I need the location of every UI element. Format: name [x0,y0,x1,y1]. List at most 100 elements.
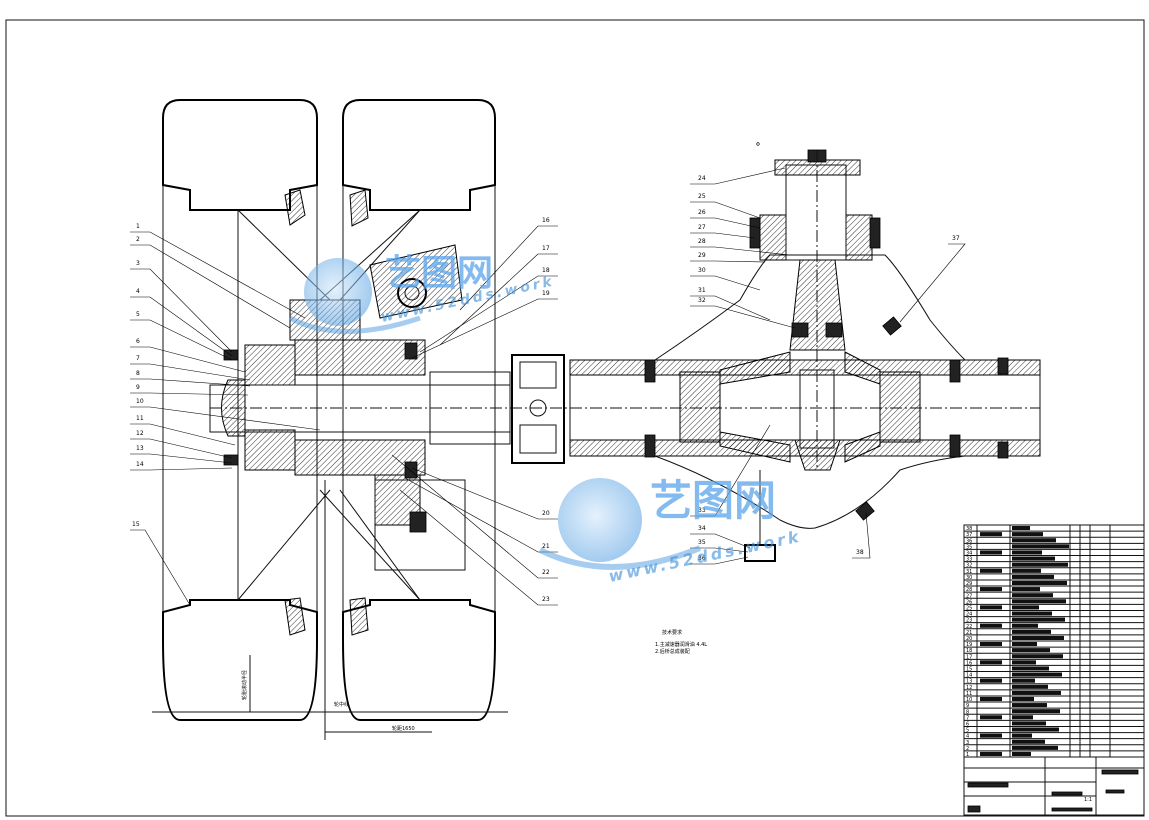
parts-row-number: 33 [966,557,972,563]
parts-row-number: 34 [966,551,972,557]
parts-row-number: 12 [966,685,972,691]
svg-text:艺图网: 艺图网 [385,253,493,294]
parts-row-code [980,660,1002,665]
parts-row-name [1012,623,1038,628]
svg-text:34: 34 [698,525,706,532]
parts-row-name [1012,599,1066,604]
svg-text:6: 6 [136,338,140,345]
parts-row-name [1012,678,1035,683]
parts-row-number: 27 [966,593,972,599]
parts-row-name [1012,745,1058,750]
parts-row-number: 32 [966,563,972,569]
parts-row-number: 21 [966,630,972,636]
parts-row-code [980,550,1002,555]
parts-row-number: 11 [966,691,972,697]
parts-row-name [1012,587,1040,592]
parts-row-name [1012,654,1063,659]
parts-row-name [1012,605,1039,610]
universal-joint [511,354,565,464]
svg-text:26: 26 [698,209,706,216]
svg-text:30: 30 [698,267,706,274]
parts-row-code [980,696,1002,702]
svg-text:20: 20 [542,510,550,517]
parts-row-name [1012,617,1065,622]
inner-tire [342,99,496,211]
svg-text:技术要求: 技术要求 [662,629,682,636]
parts-row-name [1012,562,1068,567]
parts-row-number: 36 [966,538,972,544]
wheel-assembly: 轮中线 轮距1650 轮胎滚动半径 [152,99,508,740]
parts-row-name [1012,739,1045,744]
svg-text:23: 23 [542,596,550,603]
parts-row-name [1012,751,1031,756]
parts-row-number: 8 [966,709,969,715]
svg-text:28: 28 [698,238,706,245]
svg-text:10: 10 [136,398,144,405]
svg-text:21: 21 [542,543,550,550]
parts-row-name [1012,684,1048,689]
parts-row-number: 2 [966,746,969,752]
parts-row-name [1012,568,1041,573]
callouts-left: 1 2 3 4 5 6 7 8 9 10 11 12 13 14 15 [130,223,321,606]
parts-row-number: 19 [966,642,972,648]
parts-row-number: 15 [966,667,972,673]
parts-row-number: 3 [966,740,969,746]
technical-requirements: 技术要求 1.主减速器润滑油 4.4L 2.后桥总成装配 [655,629,707,655]
parts-row-name [1012,721,1046,726]
parts-row-name [1012,642,1037,647]
svg-text:31: 31 [698,287,706,294]
svg-text:35: 35 [698,539,706,546]
parts-row-code [980,642,1002,647]
final-drive [569,149,1041,562]
svg-text:27: 27 [698,224,706,231]
svg-text:16: 16 [542,217,550,224]
svg-text:Φ: Φ [756,142,760,148]
parts-row-number: 5 [966,728,969,734]
parts-row-code [980,532,1002,537]
parts-row-name [1012,703,1047,708]
svg-text:17: 17 [542,245,550,252]
parts-row-name [1012,550,1042,555]
svg-text:29: 29 [698,252,706,259]
parts-row-name [1012,538,1056,543]
svg-text:18: 18 [542,267,550,274]
svg-text:13: 13 [136,445,144,452]
svg-text:33: 33 [698,507,706,514]
watermark-logo-2: 艺图网 www.52dds.work [538,476,803,586]
parts-row-number: 22 [966,624,972,630]
svg-text:3: 3 [136,260,140,267]
parts-row-name [1012,727,1059,732]
parts-row-code [980,733,1002,738]
parts-row-name [1012,556,1055,561]
parts-row-number: 7 [966,715,969,721]
title-block: 1:1 [963,756,1145,816]
parts-row-name [1012,544,1069,549]
parts-row-name [1012,709,1060,714]
parts-row-number: 10 [966,697,972,703]
svg-text:4: 4 [136,288,140,295]
parts-row-number: 9 [966,703,969,709]
parts-row-number: 18 [966,648,972,654]
parts-row-number: 17 [966,654,972,660]
parts-row-name [1012,648,1050,653]
parts-row-name [1012,715,1033,720]
parts-row-name [1012,580,1067,586]
svg-text:7: 7 [136,355,140,362]
svg-text:2.后桥总成装配: 2.后桥总成装配 [655,648,690,655]
parts-row-number: 26 [966,599,972,605]
svg-text:19: 19 [542,290,550,297]
parts-row-name [1012,660,1036,665]
parts-row-number: 13 [966,679,972,685]
parts-row-code [980,678,1002,683]
parts-list-table: 3837363534333231302928272625242322212019… [963,524,1145,758]
parts-row-number: 24 [966,612,972,618]
watermark-logo-1: 艺图网 www.52dds.work [288,253,556,334]
parts-row-number: 38 [966,526,972,532]
parts-row-name [1012,532,1043,537]
parts-row-number: 6 [966,721,969,727]
svg-text:11: 11 [136,415,144,422]
svg-text:38: 38 [856,549,864,556]
parts-row-name [1012,635,1064,640]
parts-row-number: 25 [966,605,972,611]
